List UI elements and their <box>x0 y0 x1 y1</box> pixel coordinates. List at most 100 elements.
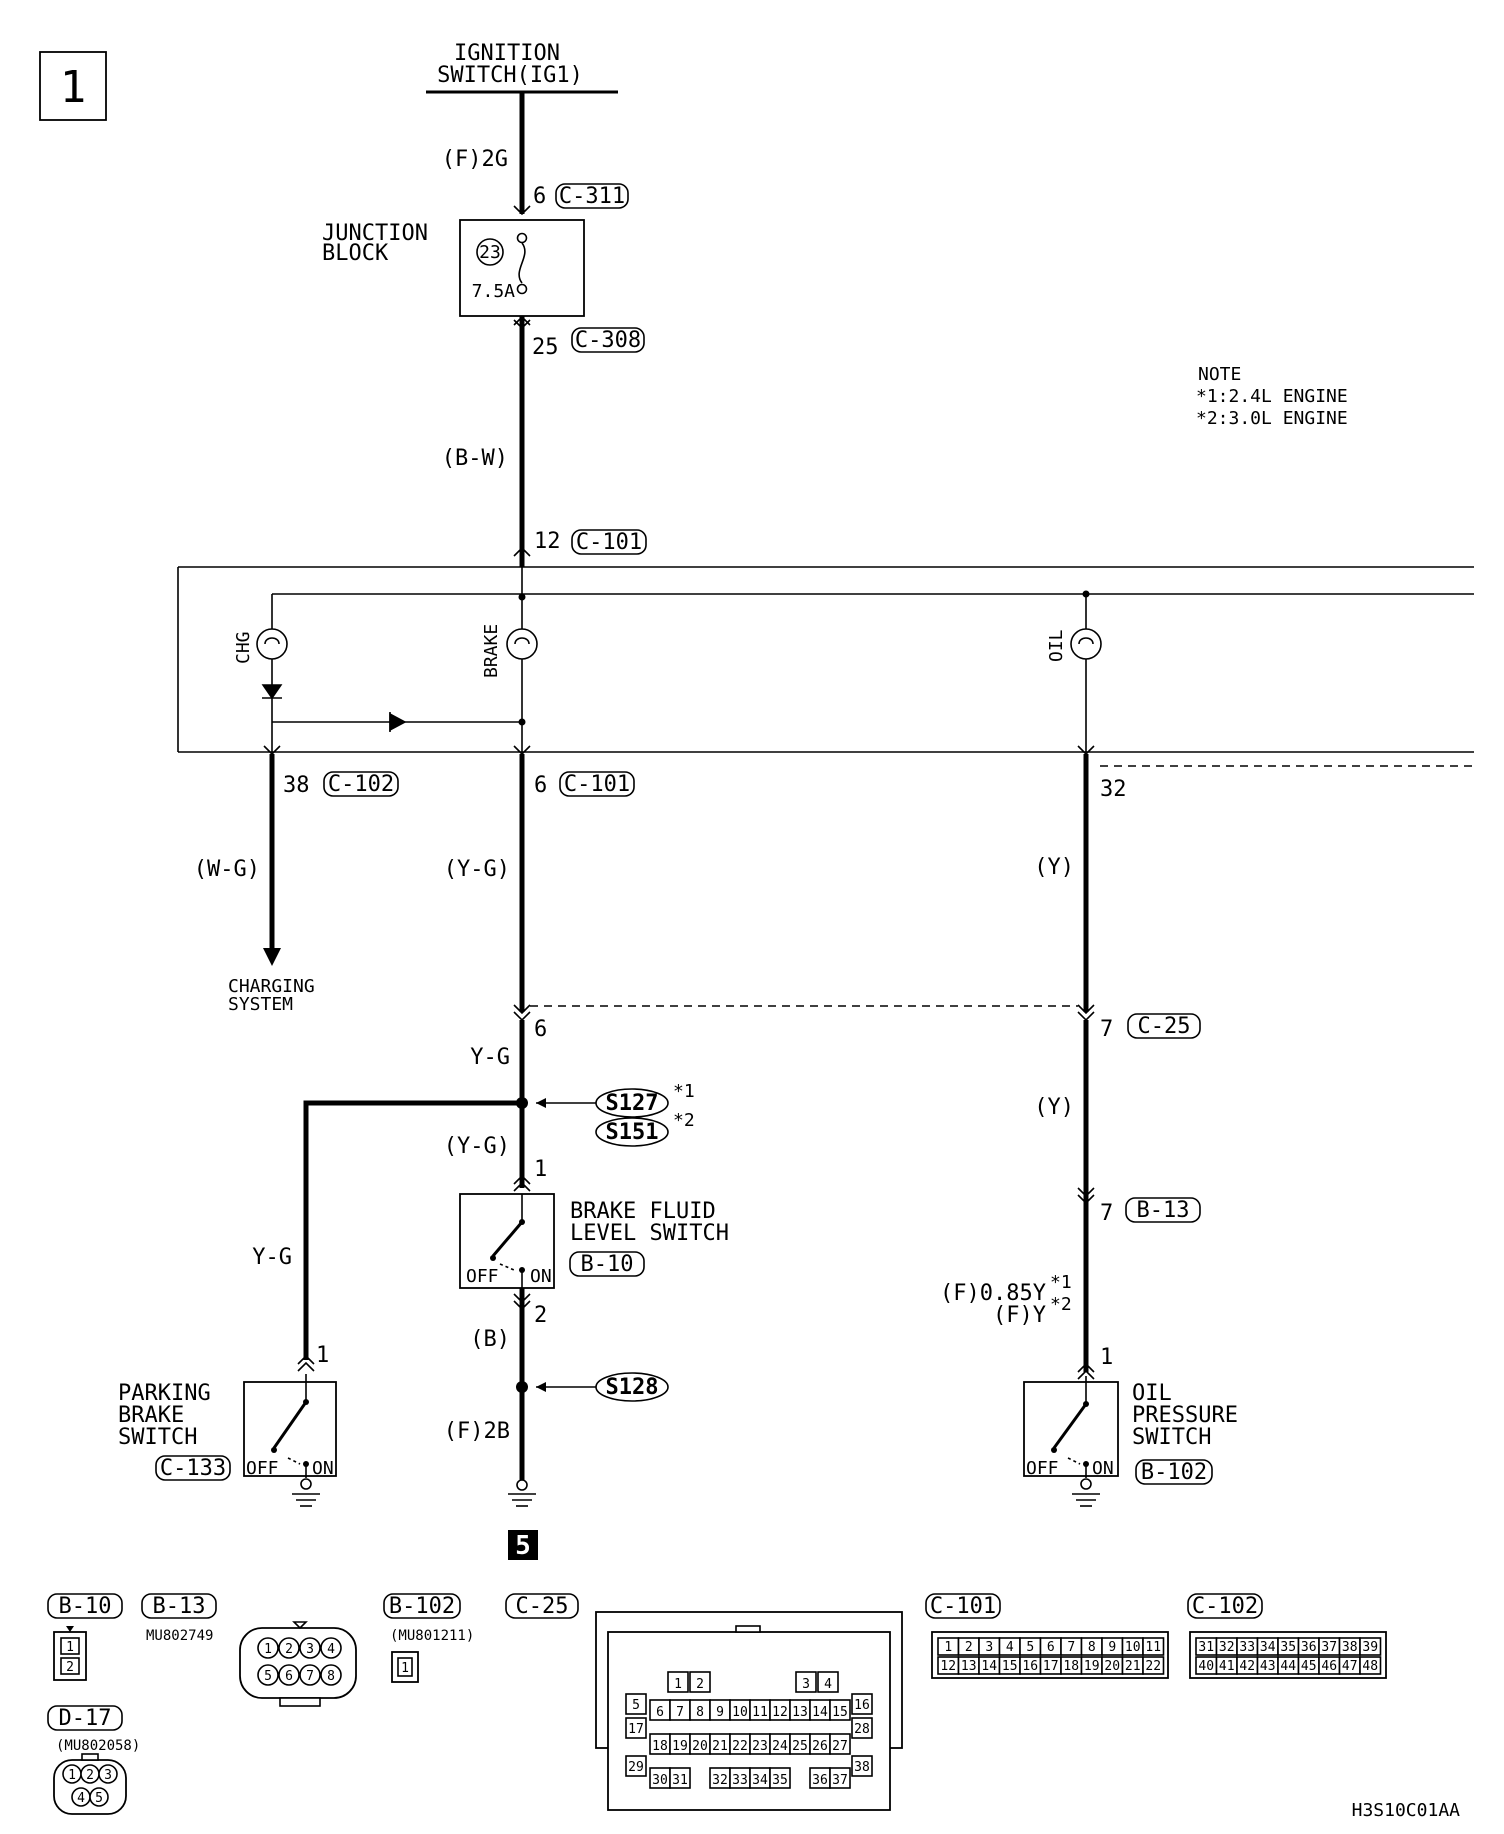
c102-pin-44: 44 <box>1280 1659 1296 1674</box>
b13-pin-5: 5 <box>264 1669 272 1684</box>
pin-cell <box>320 1637 342 1659</box>
wire-star-2: *2 <box>1050 1294 1072 1315</box>
c25-pin-30: 30 <box>652 1773 668 1788</box>
b10-pin-1: 1 <box>66 1640 74 1655</box>
b13-pin-3: 3 <box>306 1642 314 1657</box>
switch-on-label: ON <box>312 1458 334 1479</box>
note-title: NOTE <box>1198 364 1241 385</box>
c101-pin-22: 22 <box>1145 1659 1161 1674</box>
connector-arrow <box>513 546 531 557</box>
pin-cell <box>689 1671 711 1693</box>
parking-label-1: PARKING <box>118 1381 211 1406</box>
connector-c101-face-label: C-101 <box>930 1594 996 1619</box>
c25-pin-15: 15 <box>832 1705 848 1720</box>
fuse-terminal-top <box>516 232 528 244</box>
connector-b13: B-13 <box>1137 1198 1190 1223</box>
connector-b13-tag <box>1125 1197 1201 1223</box>
pin-6-c101: 6 <box>534 773 547 798</box>
oil-lamp-icon <box>1070 628 1102 660</box>
lamp-label-brake: BRAKE <box>481 624 502 678</box>
c101-pin-5: 5 <box>1026 1640 1034 1655</box>
c25-pin-33: 33 <box>732 1773 748 1788</box>
chg-lamp-icon <box>256 628 288 660</box>
connector-b102: B-102 <box>1141 1460 1207 1485</box>
pin-cell <box>320 1664 342 1686</box>
page-number-box <box>39 51 107 121</box>
c102-pin-37: 37 <box>1321 1640 1337 1655</box>
pin-cell <box>769 1767 791 1789</box>
connector-latch <box>279 1697 321 1707</box>
c25-pin-25: 25 <box>792 1739 808 1754</box>
b13-pin-1: 1 <box>264 1642 272 1657</box>
c25-pin-21: 21 <box>712 1739 728 1754</box>
junction-label-2: BLOCK <box>322 241 389 266</box>
c101-pin-13: 13 <box>961 1659 977 1674</box>
wire-label-yg-parking: Y-G <box>252 1245 292 1270</box>
ignition-label-2: SWITCH(IG1) <box>437 63 583 88</box>
connector-c133-tag <box>155 1455 231 1481</box>
part-number-b102: (MU801211) <box>390 1628 474 1644</box>
c25-pin-2: 2 <box>696 1677 704 1692</box>
c102-pin-47: 47 <box>1342 1659 1358 1674</box>
connector-c25-face-label: C-25 <box>516 1594 569 1619</box>
c25-pin-18: 18 <box>652 1739 668 1754</box>
wire-label-f085y: (F)0.85Y <box>940 1281 1046 1306</box>
c101-pin-18: 18 <box>1063 1659 1079 1674</box>
connector-arrow <box>1077 1362 1095 1373</box>
splice-s151-tag <box>595 1117 669 1147</box>
switch-off-label: OFF <box>1026 1458 1059 1479</box>
pin-cell <box>829 1699 851 1721</box>
connector-arrow <box>1077 1187 1095 1198</box>
connector-c102-face-tag <box>1187 1593 1263 1619</box>
connector-b102-face-tag <box>383 1593 461 1619</box>
c25-pin-20: 20 <box>692 1739 708 1754</box>
wire-label-y: (Y) <box>1034 1095 1074 1120</box>
ground-ref: 5 <box>515 1531 531 1561</box>
charging-arrow <box>263 948 281 966</box>
connector-b13-face-label: B-13 <box>153 1594 206 1619</box>
c101-pin-8: 8 <box>1088 1640 1096 1655</box>
pin-cell <box>1359 1656 1382 1675</box>
connector-arrow <box>513 319 531 330</box>
note-line-1: *1:2.4L ENGINE <box>1196 386 1348 407</box>
splice-arrow <box>536 1098 546 1108</box>
diode-icon <box>261 684 283 700</box>
connector-c101-tag-bottom <box>559 771 635 797</box>
doc-code: H3S10C01AA <box>1352 1800 1461 1821</box>
c101-pin-2: 2 <box>965 1640 973 1655</box>
switch-contact-line <box>287 1457 301 1465</box>
pin-cell <box>89 1787 109 1807</box>
pin-cell <box>299 1664 321 1686</box>
connector-b102-face-label: B-102 <box>389 1594 455 1619</box>
parking-label-2: BRAKE <box>118 1403 184 1428</box>
connector-arrow <box>1077 1369 1095 1380</box>
pin-cell <box>60 1637 80 1655</box>
brake-lamp-icon <box>506 628 538 660</box>
switch-contact-off <box>490 1255 496 1261</box>
pin-cell <box>817 1671 839 1693</box>
wire-label-f2g: (F)2G <box>442 147 508 172</box>
b13-pin-2: 2 <box>285 1642 293 1657</box>
connector-arrow <box>513 1181 531 1192</box>
c101-pin-16: 16 <box>1022 1659 1038 1674</box>
connector-key <box>292 1621 308 1630</box>
c102-pin-46: 46 <box>1321 1659 1337 1674</box>
c101-pin-14: 14 <box>981 1659 997 1674</box>
pin-2-b10: 2 <box>534 1303 547 1328</box>
pin-cell <box>1142 1656 1165 1675</box>
pin-7-c25: 7 <box>1100 1017 1113 1042</box>
c102-pin-45: 45 <box>1301 1659 1317 1674</box>
switch-off-label: OFF <box>246 1458 279 1479</box>
switch-blade <box>272 1401 308 1449</box>
pin-cell <box>60 1657 80 1675</box>
splice-s128-tag <box>595 1372 669 1402</box>
b13-pin-8: 8 <box>327 1669 335 1684</box>
c25-pin-22: 22 <box>732 1739 748 1754</box>
c25-pin-32: 32 <box>712 1773 728 1788</box>
switch-contact-line <box>499 1263 515 1271</box>
connector-arrow <box>1077 1004 1095 1015</box>
b102-pin-1: 1 <box>401 1661 409 1676</box>
c25-pin-38: 38 <box>854 1760 870 1775</box>
